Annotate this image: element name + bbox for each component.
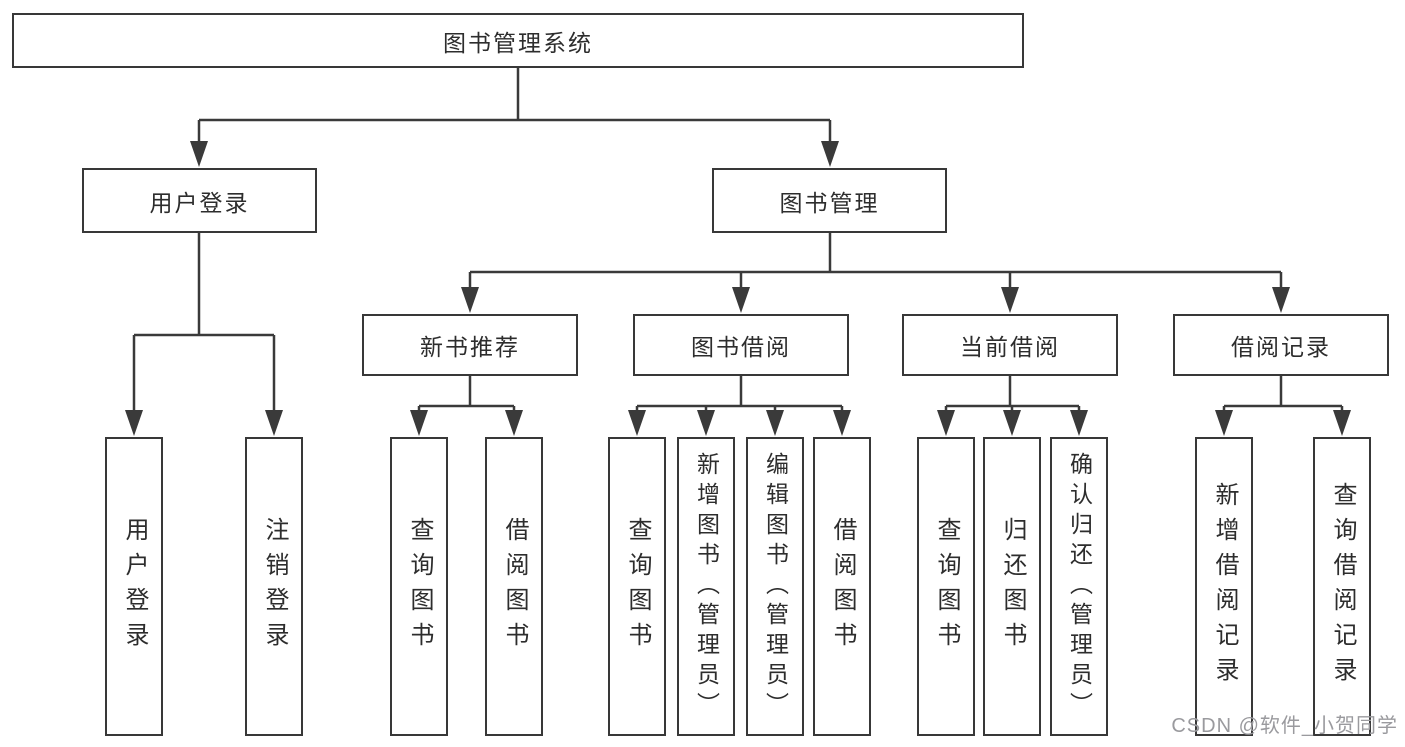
node-add-borrow-record: 新增借阅记录 [1195,437,1253,736]
node-label: 注销登录 [261,516,288,657]
node-label: 新增借阅记录 [1211,481,1238,692]
node-label: 新书推荐 [420,334,520,360]
node-label: 新增图书（管理员） [693,451,720,722]
node-label: 用户登录 [149,189,250,216]
node-query-books-current: 查询图书 [917,437,975,736]
node-new-book-recommend: 新书推荐 [362,314,578,376]
node-label: 借阅记录 [1231,334,1331,360]
node-user-login-group: 用户登录 [82,168,317,233]
node-borrow-books: 借阅图书 [813,437,871,736]
arrowhead-icons [125,141,1351,436]
node-add-book-admin: 新增图书（管理员） [677,437,735,736]
node-label: 用户登录 [121,516,148,657]
node-label: 归还图书 [999,516,1026,657]
node-query-books-borrow: 查询图书 [608,437,666,736]
node-return-book: 归还图书 [983,437,1041,736]
node-label: 确认归还（管理员） [1066,451,1093,722]
node-book-borrow: 图书借阅 [633,314,849,376]
node-label: 查询借阅记录 [1329,481,1356,692]
node-borrow-books-recommend: 借阅图书 [485,437,543,736]
node-label: 图书借阅 [691,334,791,360]
node-edit-book-admin: 编辑图书（管理员） [746,437,804,736]
node-label: 查询图书 [406,516,433,657]
node-label: 图书管理系统 [443,29,593,56]
node-label: 查询图书 [933,516,960,657]
node-label: 图书管理 [779,189,880,216]
watermark: CSDN @软件_小贺同学 [1171,715,1398,737]
node-borrow-records: 借阅记录 [1173,314,1389,376]
node-confirm-return-admin: 确认归还（管理员） [1050,437,1108,736]
node-query-borrow-record: 查询借阅记录 [1313,437,1371,736]
node-label: 编辑图书（管理员） [762,451,789,722]
node-label: 查询图书 [624,516,651,657]
node-book-management: 图书管理 [712,168,947,233]
node-logout: 注销登录 [245,437,303,736]
node-user-login: 用户登录 [105,437,163,736]
node-label: 借阅图书 [501,516,528,657]
node-label: 当前借阅 [960,334,1060,360]
node-query-books-recommend: 查询图书 [390,437,448,736]
node-label: 借阅图书 [829,516,856,657]
node-library-management-system: 图书管理系统 [12,13,1024,68]
node-current-borrow: 当前借阅 [902,314,1118,376]
